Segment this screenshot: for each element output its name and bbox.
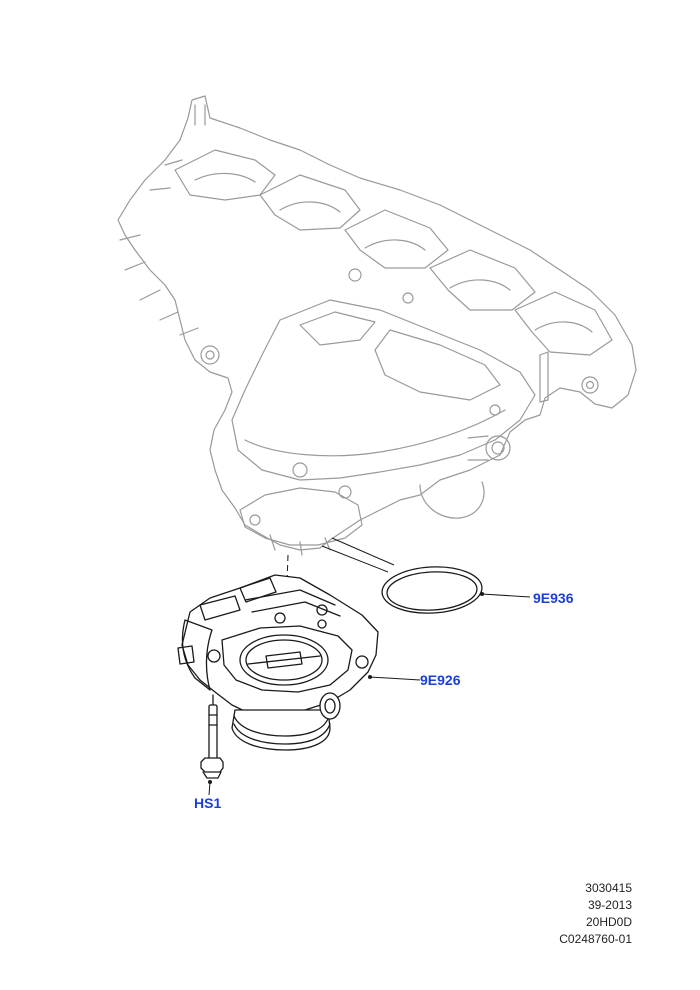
throttle-body-callout-line: [369, 676, 421, 681]
bolt-drawing: [200, 694, 224, 779]
gasket-leader-line: [321, 537, 395, 573]
reference-code-2: 39-2013: [587, 898, 632, 912]
intake-manifold-drawing: [117, 95, 637, 556]
reference-code-1: 3030415: [585, 881, 632, 895]
gasket-callout-line: [481, 593, 531, 598]
reference-codes: 3030415 39-2013 20HD0D C0248760-01: [540, 880, 632, 948]
bolt-callout-line: [208, 781, 211, 796]
label-throttle-body: 9E926: [420, 672, 461, 688]
reference-code-4: C0248760-01: [559, 932, 632, 946]
label-gasket: 9E936: [533, 590, 574, 606]
throttle-body-drawing: [177, 574, 379, 751]
reference-code-3: 20HD0D: [585, 915, 632, 929]
gasket-drawing: [381, 566, 483, 614]
label-bolt: HS1: [194, 795, 222, 811]
